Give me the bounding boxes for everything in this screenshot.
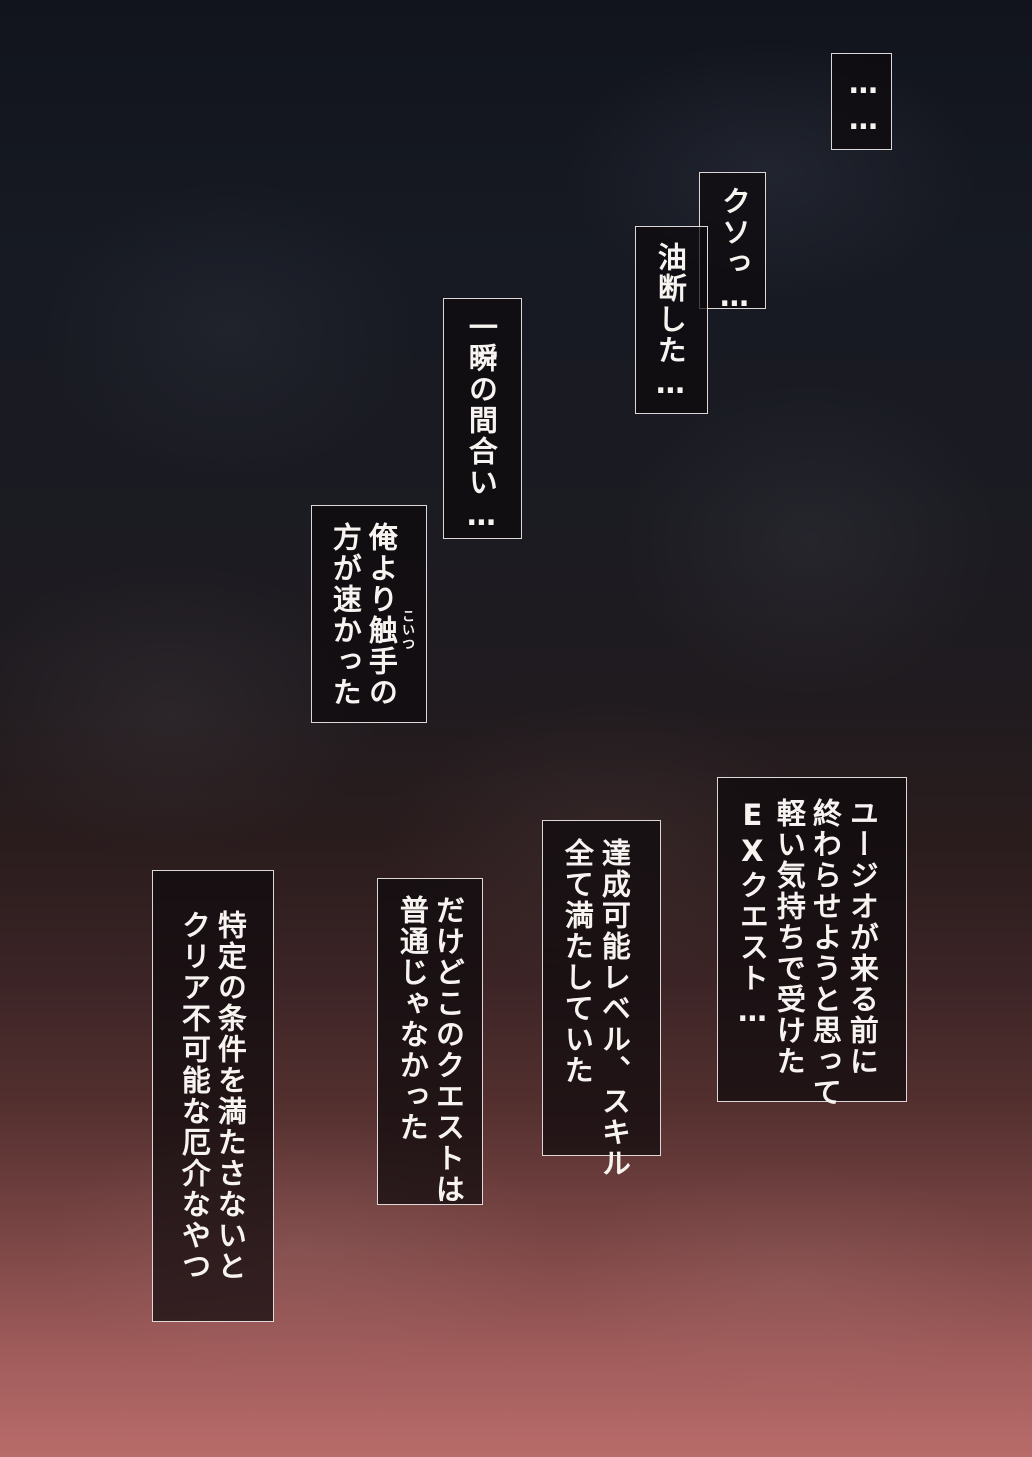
narration-text: だけどこのクエストは <box>431 895 466 1205</box>
narration-text: 達成可能レベル、スキル <box>597 838 632 1179</box>
narration-text: クリア不可能な厄介なやつ <box>177 910 212 1282</box>
narration-text: ユージオが来る前に <box>845 798 880 1077</box>
narration-text: 油断した… <box>653 242 688 402</box>
furigana: こいつ <box>399 609 414 651</box>
narration-text: クソっ… <box>717 186 752 315</box>
narration-text: …… <box>846 66 881 138</box>
narration-text: 方が速かった <box>328 522 363 708</box>
narration-box-ellipsis <box>831 53 892 150</box>
narration-text: 全て満たしていた <box>560 838 595 1086</box>
smoke-wisp <box>560 40 980 300</box>
narration-box-yudan <box>635 226 708 414</box>
narration-box-ore <box>311 505 427 723</box>
narration-text: 特定の条件を満たさないと <box>213 910 248 1282</box>
narration-box-tokutei <box>152 870 274 1322</box>
narration-text: 軽い気持ちで受けた <box>772 798 807 1077</box>
narration-box-yujio <box>717 777 907 1102</box>
narration-box-dakedo <box>377 878 483 1205</box>
narration-text: 一瞬の間合い… <box>464 312 499 534</box>
smoke-wisp <box>40 180 420 480</box>
narration-box-tassei <box>542 820 661 1156</box>
smoke-wisp <box>620 380 1000 700</box>
narration-text: 俺より触手の <box>364 522 399 708</box>
narration-box-isshun <box>443 298 522 539</box>
smoke-wisp <box>560 1160 1020 1400</box>
narration-text: EXクエスト… <box>735 798 770 1030</box>
narration-text: 終わらせようと思って <box>808 798 843 1108</box>
narration-text: 普通じゃなかった <box>395 895 430 1143</box>
